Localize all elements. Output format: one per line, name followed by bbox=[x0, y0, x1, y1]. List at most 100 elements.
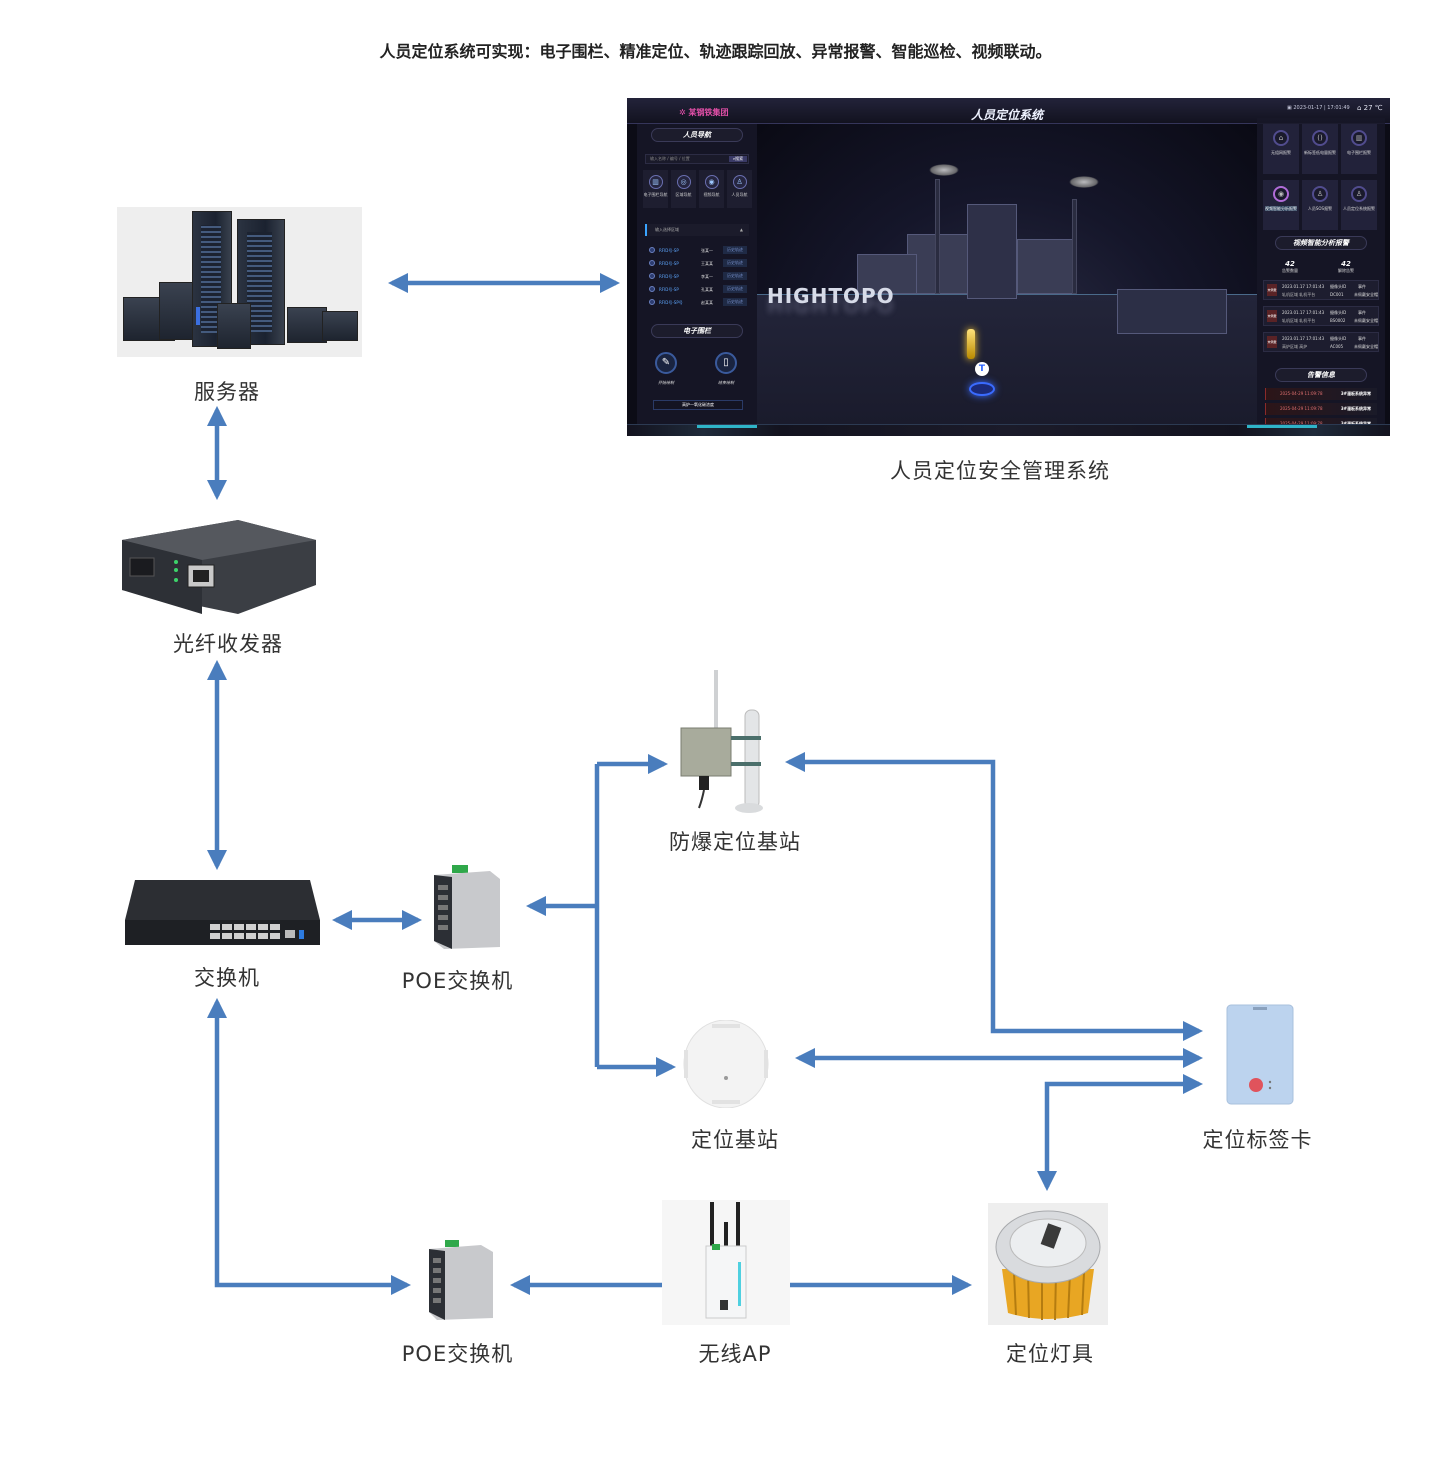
person-id: RFID号-SP bbox=[659, 287, 679, 292]
event-zone: 高炉区域 高炉 bbox=[1282, 344, 1308, 349]
event-time: 2023.01.17 17:01:43 bbox=[1282, 284, 1325, 289]
switch-label: 交换机 bbox=[194, 966, 260, 990]
event-camera-label: 摄像头ID bbox=[1330, 336, 1347, 341]
nav-button-area[interactable]: ◎区域导航 bbox=[671, 170, 696, 208]
nav-button-label: 区域导航 bbox=[675, 192, 692, 197]
end-draw-button[interactable]: ▯结束绘制 bbox=[709, 352, 743, 386]
scene-smoke bbox=[1069, 176, 1099, 188]
event-time: 2023.01.17 17:01:43 bbox=[1282, 310, 1325, 315]
alarm-tile[interactable]: ▥电子围栏报警 bbox=[1341, 124, 1377, 174]
explosion-proof-base-station-icon bbox=[680, 670, 763, 813]
search-input[interactable]: 输入名称 / 编号 / 位置 ⌕搜索 bbox=[645, 154, 749, 164]
arrow-tag-explosion-proof-bs bbox=[784, 751, 1204, 1042]
alarm-info-title: 告警信息 bbox=[1275, 368, 1367, 382]
location-pin-icon[interactable]: T bbox=[975, 362, 989, 376]
network-switch-icon bbox=[125, 880, 320, 945]
nav-button-fence[interactable]: ▥电子围栏导航 bbox=[643, 170, 668, 208]
person-dot-icon bbox=[649, 286, 655, 292]
alarm-tile[interactable]: ()新标签低电量报警 bbox=[1302, 124, 1338, 174]
history-track-button[interactable]: 历史轨迹 bbox=[723, 259, 747, 267]
server-label: 服务器 bbox=[194, 380, 260, 404]
cleared-count-value: 42 bbox=[1341, 260, 1351, 268]
alarm-tile-active[interactable]: ◉ 视频智能分析报警 bbox=[1263, 180, 1299, 230]
pencil-icon: ✎ bbox=[655, 352, 677, 374]
headline: 人员定位系统可实现：电子围栏、精准定位、轨迹跟踪回放、异常报警、智能巡检、视频联… bbox=[379, 42, 1052, 61]
event-camera-label: 摄像头ID bbox=[1330, 310, 1347, 315]
explosion-proof-base-station-label: 防爆定位基站 bbox=[669, 830, 801, 854]
scene-blast-furnace bbox=[967, 204, 1017, 299]
alarm-tile-label: 人员SOS报警 bbox=[1307, 206, 1333, 211]
area-select[interactable]: 输入选择区域 ▲ bbox=[645, 224, 749, 236]
search-icon: ⌕ bbox=[732, 156, 736, 161]
poe-switch-icon bbox=[434, 865, 500, 949]
event-time: 2023.01.17 17:01:43 bbox=[1282, 336, 1325, 341]
alarm-tile-label: 新标签低电量报警 bbox=[1304, 150, 1336, 155]
fence-zone-bar[interactable]: 高炉一氧化碳浓度 bbox=[653, 400, 743, 410]
history-track-button[interactable]: 历史轨迹 bbox=[723, 298, 747, 306]
dashboard-right-panel: ⌂无组网报警 ()新标签低电量报警 ▥电子围栏报警 ◉ 视频智能分析报警 ♙人员S… bbox=[1257, 118, 1385, 430]
search-button[interactable]: ⌕搜索 bbox=[729, 156, 747, 162]
fiber-transceiver-icon bbox=[122, 520, 316, 614]
alarm-time: 2025-04-29 11:09:78 bbox=[1280, 406, 1323, 411]
area-select-placeholder: 输入选择区域 bbox=[655, 227, 679, 232]
explosion-proof-base-station-image bbox=[675, 670, 775, 815]
event-camera-label: 摄像头ID bbox=[1330, 284, 1347, 289]
wireless-ap-label: 无线AP bbox=[698, 1342, 772, 1366]
person-row[interactable]: RFID号-SP号赵某某历史轨迹 bbox=[649, 298, 749, 307]
arrow-lamp-tag bbox=[1036, 1073, 1204, 1192]
person-dot-icon bbox=[649, 273, 655, 279]
alarm-tile[interactable]: ⌂无组网报警 bbox=[1263, 124, 1299, 174]
event-tag: 未佩戴 bbox=[1267, 336, 1277, 348]
person-name: 李某一 bbox=[701, 274, 713, 279]
scene-building bbox=[1017, 239, 1077, 294]
alarm-count-label: 告警数量 bbox=[1282, 268, 1298, 273]
nav-button-video[interactable]: ◉视频导航 bbox=[699, 170, 724, 208]
nav-button-label: 人员导航 bbox=[731, 192, 748, 197]
event-value: 未佩戴安全帽 bbox=[1354, 344, 1378, 349]
history-track-button[interactable]: 历史轨迹 bbox=[723, 272, 747, 280]
alarm-tile[interactable]: ♙人员SOS报警 bbox=[1302, 180, 1338, 230]
3d-scene[interactable]: HIGHTOPO T bbox=[757, 124, 1257, 424]
alarm-time: 2025-04-29 11:09:78 bbox=[1280, 391, 1323, 396]
alarm-message: 3#溜板系统异常 bbox=[1340, 391, 1371, 396]
history-track-button[interactable]: 历史轨迹 bbox=[723, 246, 747, 254]
chevron-up-icon: ▲ bbox=[739, 227, 743, 232]
dashboard-bottombar bbox=[627, 424, 1390, 436]
scene-platform bbox=[1117, 289, 1227, 334]
cleared-count-label: 解除告警 bbox=[1338, 268, 1354, 273]
scene-beacon bbox=[969, 382, 995, 396]
history-track-button[interactable]: 历史轨迹 bbox=[723, 285, 747, 293]
scene-chimney bbox=[1072, 199, 1077, 294]
dashboard-brand: ✲ 某钢铁集团 bbox=[679, 108, 729, 117]
nav-button-person[interactable]: ♙人员导航 bbox=[727, 170, 752, 208]
dashboard-screenshot: ✲ 某钢铁集团 人员定位系统 ▣ 2023-01-17 | 17:01:49 ⌂… bbox=[627, 98, 1390, 436]
nav-section-title: 人员导航 bbox=[651, 128, 743, 142]
scene-logo: HIGHTOPO bbox=[767, 284, 895, 308]
poe-switch-bottom-image bbox=[425, 1240, 497, 1320]
positioning-lamp-icon bbox=[995, 1210, 1101, 1321]
event-value: 未佩戴安全帽 bbox=[1354, 318, 1378, 323]
dashboard-title: 人员定位系统 bbox=[970, 108, 1043, 122]
person-dot-icon bbox=[649, 247, 655, 253]
camera-icon: ◉ bbox=[1273, 186, 1289, 202]
alarm-tile[interactable]: ♙人员定位系统报警 bbox=[1341, 180, 1377, 230]
alarm-tile-label: 视频智能分析报警 bbox=[1265, 206, 1297, 211]
alarm-row[interactable]: 2025-04-29 11:09:78 3#溜板系统异常 bbox=[1265, 388, 1377, 400]
event-label: 事件 bbox=[1358, 336, 1366, 341]
end-draw-label: 结束绘制 bbox=[718, 380, 734, 385]
camera-icon: ◉ bbox=[704, 175, 719, 189]
poe-switch-bottom-label: POE交换机 bbox=[401, 1342, 514, 1366]
search-placeholder: 输入名称 / 编号 / 位置 bbox=[650, 156, 690, 161]
start-draw-button[interactable]: ✎开始绘制 bbox=[649, 352, 683, 386]
scene-smoke bbox=[929, 164, 959, 176]
server-image bbox=[117, 207, 362, 357]
decor-stripe bbox=[697, 425, 757, 428]
